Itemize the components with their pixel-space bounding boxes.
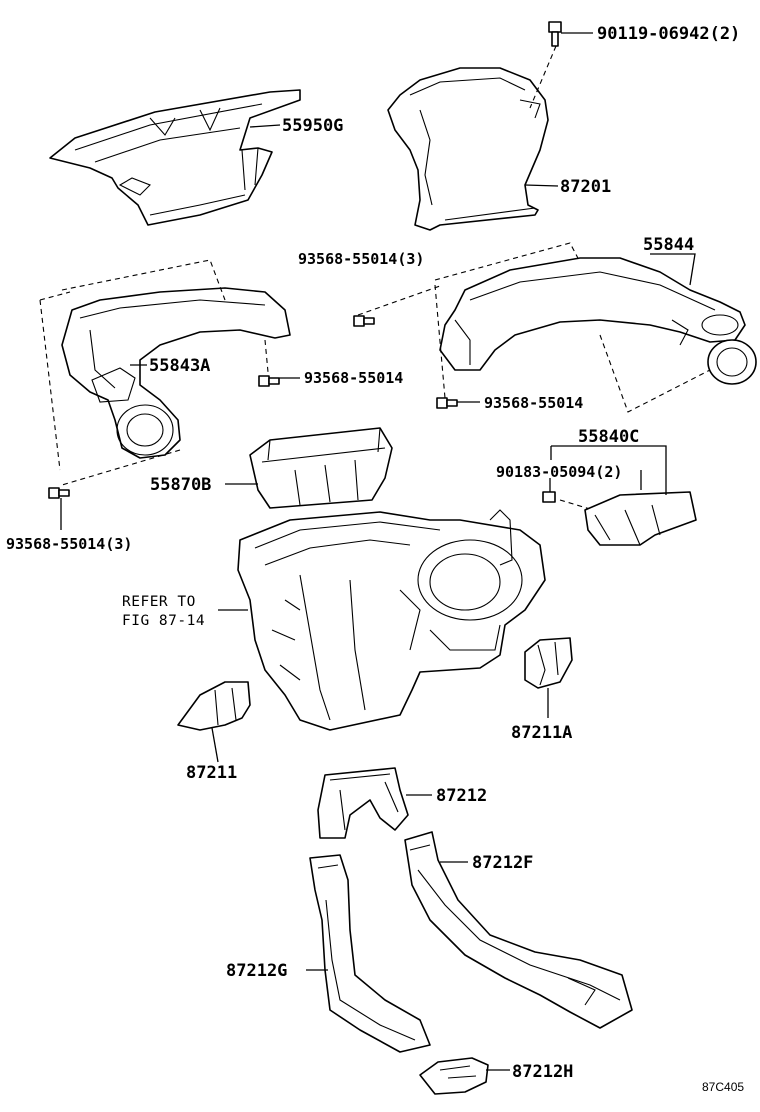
label-93568-55014-right[interactable]: 93568-55014: [484, 394, 583, 412]
bolt-90119-06942[interactable]: [548, 21, 562, 47]
label-90119-06942[interactable]: 90119-06942(2): [597, 24, 740, 44]
part-87212G[interactable]: [309, 854, 431, 1053]
hvac-unit-assembly[interactable]: [237, 509, 546, 731]
label-87211[interactable]: 87211: [186, 763, 237, 783]
bolt-93568-55014-mid[interactable]: [258, 375, 280, 387]
label-refer-to: REFER TO: [122, 594, 196, 610]
label-93568-55014-mid[interactable]: 93568-55014: [304, 369, 403, 387]
label-87211A[interactable]: 87211A: [511, 723, 572, 743]
part-87212F[interactable]: [404, 831, 633, 1029]
part-87212H[interactable]: [419, 1057, 489, 1095]
label-55870B[interactable]: 55870B: [150, 475, 211, 495]
part-55840C[interactable]: [542, 491, 697, 546]
part-55870B[interactable]: [249, 427, 393, 509]
bolt-93568-55014-right[interactable]: [436, 397, 458, 409]
label-55840C[interactable]: 55840C: [578, 427, 639, 447]
label-55844[interactable]: 55844: [643, 235, 694, 255]
label-55843A[interactable]: 55843A: [149, 356, 210, 376]
diagram-code: 87C405: [702, 1080, 744, 1094]
label-87212[interactable]: 87212: [436, 786, 487, 806]
label-87212H[interactable]: 87212H: [512, 1062, 573, 1082]
label-93568-55014-3-left[interactable]: 93568-55014(3): [6, 535, 132, 553]
part-87211A[interactable]: [524, 637, 573, 689]
part-55844[interactable]: [439, 257, 757, 385]
part-number-labels: 90119-06942(2) 55950G 87201 93568-55014(…: [6, 24, 744, 1094]
part-55950G[interactable]: [49, 89, 301, 226]
label-93568-55014-3-top[interactable]: 93568-55014(3): [298, 250, 424, 268]
label-87212F[interactable]: 87212F: [472, 853, 533, 873]
leader-lines: [60, 32, 696, 1071]
assembly-dashed-lines: [39, 45, 711, 513]
part-87211[interactable]: [177, 681, 251, 731]
label-90183-05094[interactable]: 90183-05094(2): [496, 463, 622, 481]
label-87212G[interactable]: 87212G: [226, 961, 287, 981]
label-55950G[interactable]: 55950G: [282, 116, 343, 136]
part-87212[interactable]: [317, 767, 409, 839]
part-55843A[interactable]: [61, 287, 291, 459]
bolt-93568-55014-top[interactable]: [353, 315, 375, 327]
label-refer-fig[interactable]: FIG 87-14: [122, 613, 205, 629]
part-87201[interactable]: [387, 67, 549, 231]
label-87201[interactable]: 87201: [560, 177, 611, 197]
bolt-93568-55014-left[interactable]: [48, 487, 70, 499]
